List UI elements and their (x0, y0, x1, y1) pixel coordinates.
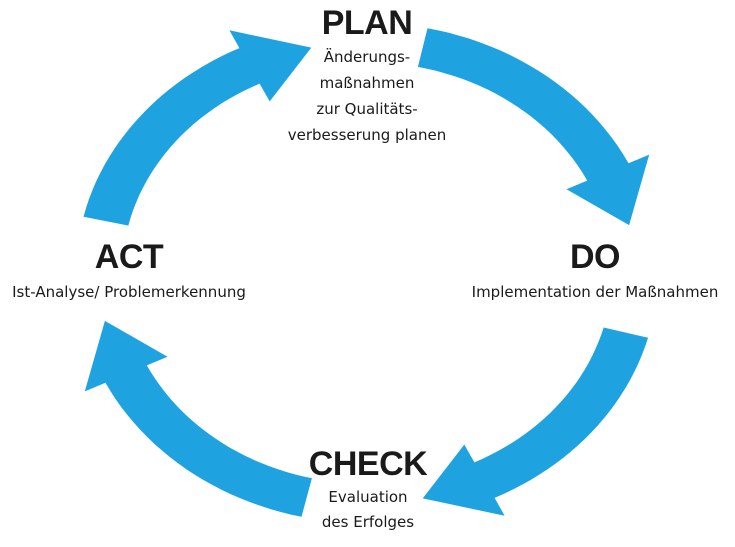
act-title: ACT (94, 238, 164, 276)
plan-title: PLAN (321, 4, 413, 42)
check-description: Evaluation des Erfolges (321, 488, 415, 531)
phase-do: DO Implementation der Maßnahmen (455, 238, 735, 305)
arrow-check-to-act (84, 320, 312, 517)
do-description: Implementation der Maßnahmen (471, 283, 719, 301)
phase-act: ACT Ist-Analyse/ Problemerkennung (0, 238, 258, 305)
plan-description: Änderungs- maßnahmen zur Qualitäts- verb… (287, 48, 447, 144)
arrow-plan-to-do (417, 28, 650, 226)
act-description: Ist-Analyse/ Problemerkennung (12, 283, 246, 301)
phase-plan: PLAN Änderungs- maßnahmen zur Qualitäts-… (257, 4, 477, 148)
check-title: CHECK (308, 445, 428, 483)
phase-check: CHECK Evaluation des Erfolges (258, 445, 478, 535)
arrow-do-to-check (422, 327, 649, 516)
do-title: DO (570, 238, 621, 276)
arrow-act-to-plan (83, 30, 312, 226)
